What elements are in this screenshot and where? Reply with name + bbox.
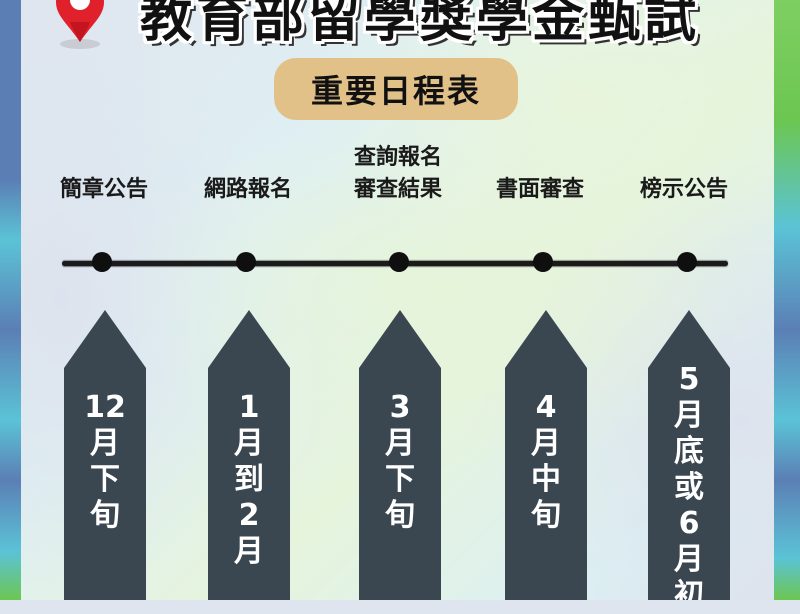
date-arrow: 12 月 下 旬 bbox=[64, 310, 146, 600]
step-label-online-registration: 網路報名 bbox=[203, 177, 292, 202]
page-title: 教育部留學獎學金甄試 bbox=[140, 0, 701, 49]
date-arrow: 4 月 中 旬 bbox=[505, 310, 587, 600]
timeline-dot bbox=[533, 252, 553, 272]
step-label-announcement: 簡章公告 bbox=[59, 177, 148, 202]
right-decorative-border bbox=[774, 0, 800, 600]
left-decorative-border bbox=[0, 0, 21, 600]
step-label-result-announcement: 榜示公告 bbox=[639, 177, 728, 202]
date-arrow: 3 月 下 旬 bbox=[359, 310, 441, 600]
timeline-dot bbox=[389, 252, 409, 272]
map-pin-icon bbox=[56, 0, 104, 49]
date-arrow: 1 月 到 2 月 bbox=[208, 310, 290, 600]
date-text: 3 月 下 旬 bbox=[385, 390, 415, 533]
date-text: 12 月 下 旬 bbox=[84, 390, 126, 533]
timeline-dot bbox=[236, 252, 256, 272]
date-text: 4 月 中 旬 bbox=[531, 390, 561, 533]
schedule-heading: 重要日程表 bbox=[274, 58, 518, 120]
timeline-dot bbox=[677, 252, 697, 272]
date-arrow: 5 月 底 或 6 月 初 bbox=[648, 310, 730, 600]
date-text: 5 月 底 或 6 月 初 bbox=[674, 362, 704, 613]
step-label-document-review: 書面審查 bbox=[495, 177, 584, 202]
timeline-dot bbox=[92, 252, 112, 272]
date-text: 1 月 到 2 月 bbox=[234, 390, 264, 569]
step-label-registration-result: 查詢報名 審查結果 bbox=[353, 145, 442, 202]
